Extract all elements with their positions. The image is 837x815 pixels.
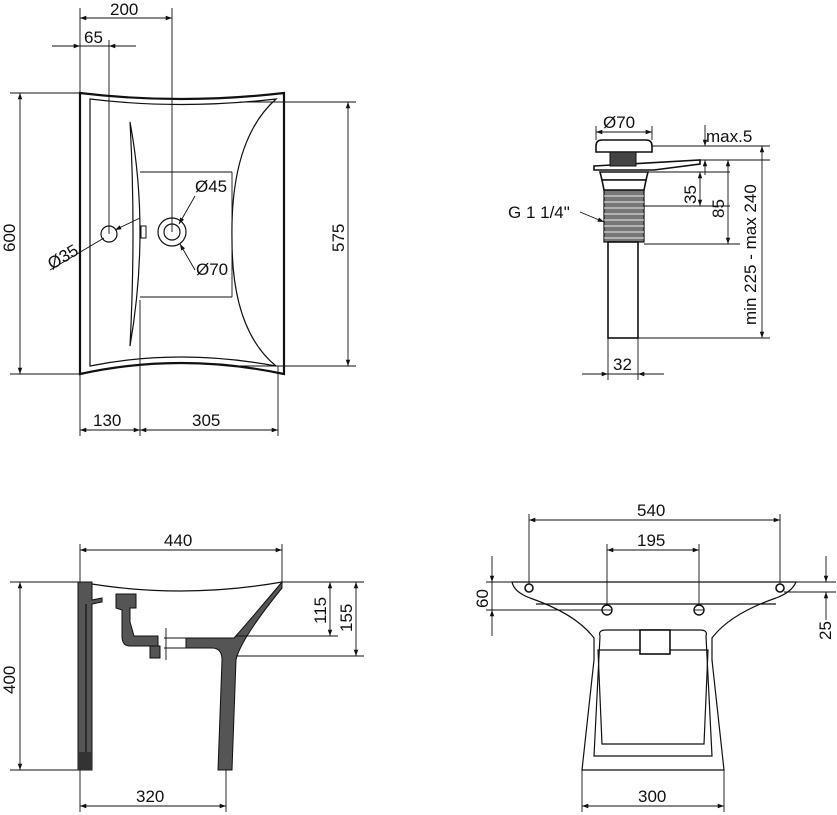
thread-lines xyxy=(604,195,644,239)
siphon-section xyxy=(115,593,159,647)
dim-540: 540 xyxy=(637,501,665,520)
basin-outline xyxy=(78,91,286,376)
dim-155: 155 xyxy=(337,604,356,632)
drain-max5: max.5 xyxy=(706,127,752,146)
wall-plate-foot xyxy=(78,752,92,770)
drain-neck xyxy=(601,179,647,191)
dim-65: 65 xyxy=(84,28,103,47)
dim-d35: Ø35 xyxy=(44,241,81,274)
siphon-tail xyxy=(149,645,161,659)
dim-305: 305 xyxy=(192,411,220,430)
dim-400: 400 xyxy=(0,666,19,694)
pedestal-cavity xyxy=(593,629,713,757)
bowl-bottom-outline xyxy=(140,171,233,298)
dim-300: 300 xyxy=(638,787,666,806)
mount-hole-right xyxy=(775,583,785,593)
drain-dim-35: 35 xyxy=(681,185,700,204)
dim-130: 130 xyxy=(93,411,121,430)
drain-detail: Ø70 max.5 35 85 min 225 - max 240 G 1 1/… xyxy=(508,113,770,380)
drain-stem xyxy=(609,151,637,167)
drain-tailpipe xyxy=(607,241,639,339)
basin-rim-curve xyxy=(79,581,283,592)
side-view: 440 400 115 155 320 xyxy=(0,531,364,812)
top-view: 200 65 600 575 Ø35 Ø45 Ø70 130 xyxy=(0,0,356,436)
drain-cap xyxy=(595,139,653,153)
pedestal-cavity-inner xyxy=(597,649,709,745)
overflow-hole xyxy=(140,225,147,239)
basin-inner-bowl xyxy=(89,98,278,367)
dim-115: 115 xyxy=(311,597,330,624)
dim-d45: Ø45 xyxy=(195,177,227,196)
dim-200: 200 xyxy=(110,0,138,19)
drain-thread-label: G 1 1/4" xyxy=(508,203,570,222)
drain-flange xyxy=(593,159,701,171)
pedestal-section xyxy=(185,580,283,771)
drain-dim-d70: Ø70 xyxy=(603,113,635,132)
drain-body xyxy=(598,171,650,181)
dim-d70: Ø70 xyxy=(196,260,228,279)
drain-range: min 225 - max 240 xyxy=(741,184,760,325)
dim-25: 25 xyxy=(816,621,835,640)
mount-hole-left xyxy=(524,583,534,593)
dim-600: 600 xyxy=(0,224,19,252)
dim-320: 320 xyxy=(136,787,164,806)
overflow-slot xyxy=(129,121,141,347)
dim-575: 575 xyxy=(329,224,348,252)
dim-195: 195 xyxy=(637,531,665,550)
front-view: 540 195 60 25 300 xyxy=(473,501,836,812)
drain-thread xyxy=(603,189,645,243)
drain-notch xyxy=(639,629,671,655)
dim-60: 60 xyxy=(473,589,492,608)
drain-dim-32: 32 xyxy=(613,355,632,374)
drain-dim-85: 85 xyxy=(709,199,728,218)
dim-440: 440 xyxy=(164,531,192,550)
wall-plate xyxy=(77,581,103,771)
